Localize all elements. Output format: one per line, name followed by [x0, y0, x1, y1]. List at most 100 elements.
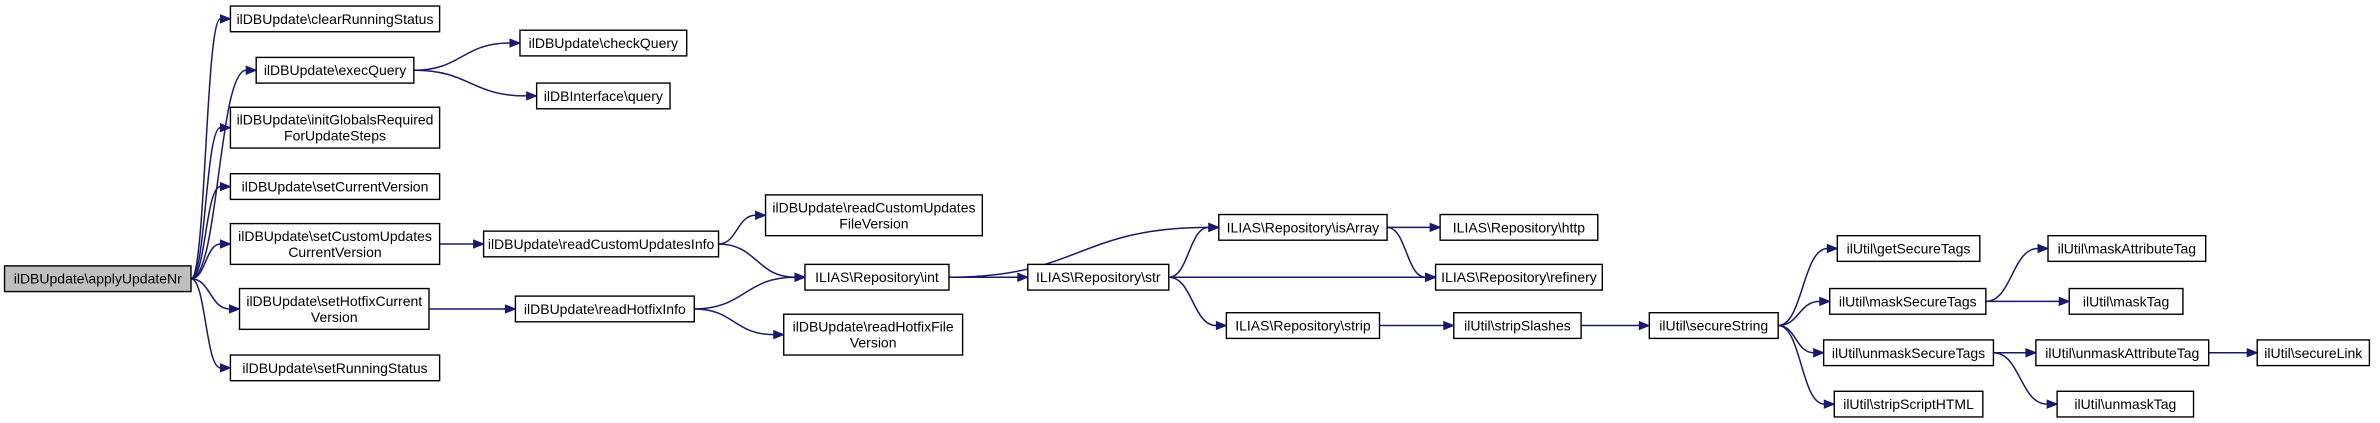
arrowhead [1429, 222, 1442, 233]
edge-readcui-to-rint [718, 243, 807, 282]
node-label: ilDBUpdate\setHotfixCurrent [246, 293, 422, 309]
edge-line [190, 277, 221, 369]
node-setrun[interactable]: ilDBUpdate\setRunningStatus [229, 354, 441, 382]
node-rref[interactable]: ILIAS\Repository\refinery [1434, 263, 1604, 291]
node-exec[interactable]: ilDBUpdate\execQuery [255, 56, 415, 84]
arrowhead [1819, 296, 1832, 307]
node-uumtag[interactable]: ilUtil\unmaskTag [2056, 390, 2195, 418]
node-box [514, 295, 695, 323]
node-risarr[interactable]: ILIAS\Repository\isArray [1218, 213, 1388, 241]
edge-line [718, 214, 756, 245]
edge-line [190, 243, 221, 280]
node-box [229, 5, 441, 33]
node-uumst[interactable]: ilUtil\unmaskSecureTags [1822, 339, 1995, 367]
arrowhead [219, 122, 232, 133]
arrowhead [1813, 348, 1826, 358]
edge-line [190, 126, 221, 280]
edge-line [1386, 226, 1426, 278]
edge-line [413, 69, 527, 97]
node-clear[interactable]: ilDBUpdate\clearRunningStatus [229, 5, 441, 33]
arrowhead [526, 91, 538, 101]
node-box [2068, 287, 2184, 315]
node-label: ilDBUpdate\checkQuery [529, 35, 678, 51]
node-box [229, 222, 441, 266]
arrowhead [1443, 320, 1456, 331]
node-label: Version [850, 335, 897, 351]
edge-line [718, 243, 795, 278]
arrowhead [1823, 399, 1836, 409]
node-rhttp[interactable]: ILIAS\Repository\http [1439, 213, 1599, 241]
node-label: ilDBUpdate\readHotfixFile [793, 319, 954, 335]
arrowhead [473, 239, 485, 249]
node-usl[interactable]: ilUtil\secureLink [2256, 339, 2371, 367]
node-label: ILIAS\Repository\refinery [1441, 269, 1597, 285]
node-checkq[interactable]: ilDBUpdate\checkQuery [519, 29, 688, 57]
node-label: ilDBUpdate\setCustomUpdates [238, 228, 432, 244]
edge-apply-to-sethf [190, 277, 241, 314]
edge-rstrip-to-ustrip [1379, 320, 1456, 331]
node-umtag[interactable]: ilUtil\maskTag [2068, 287, 2184, 315]
edge-line [1168, 276, 1217, 327]
node-uumat[interactable]: ilUtil\unmaskAttributeTag [2035, 339, 2210, 367]
node-label: ilUtil\getSecureTags [1847, 241, 1971, 257]
edge-line [190, 18, 222, 280]
edge-risarr-to-rref [1386, 226, 1437, 282]
node-label: ilUtil\stripSlashes [1464, 318, 1571, 334]
node-label: ilDBUpdate\initGlobalsRequired [237, 112, 434, 128]
node-readhi[interactable]: ilDBUpdate\readHotfixInfo [514, 295, 695, 323]
node-ussh[interactable]: ilUtil\stripScriptHTML [1833, 390, 1984, 418]
node-box [1829, 287, 1987, 315]
node-label: ilDBUpdate\execQuery [264, 62, 406, 78]
node-box [764, 194, 984, 237]
node-label: ilDBUpdate\readCustomUpdates [772, 199, 975, 215]
node-box [1218, 213, 1388, 241]
edge-readhi-to-readhf [694, 308, 786, 340]
arrowhead [1826, 243, 1839, 254]
arrowhead [773, 329, 786, 340]
node-box [804, 263, 950, 291]
node-umat[interactable]: ilUtil\maskAttributeTag [2047, 234, 2207, 263]
node-box [229, 354, 441, 382]
edge-uumst-to-uumtag [1993, 352, 2059, 409]
node-rint[interactable]: ILIAS\Repository\int [804, 263, 950, 291]
node-box [255, 56, 415, 84]
edge-line [190, 69, 247, 280]
node-usec[interactable]: ilUtil\secureString [1648, 312, 1779, 340]
edge-line [1778, 300, 1820, 327]
node-label: ilDBInterface\query [544, 88, 663, 104]
node-readcui[interactable]: ilDBUpdate\readCustomUpdatesInfo [482, 230, 720, 258]
node-setcu[interactable]: ilDBUpdate\setCustomUpdatesCurrentVersio… [229, 222, 441, 266]
node-box [2047, 234, 2207, 263]
edge-readcui-to-readcuf [718, 210, 767, 245]
node-ustrip[interactable]: ilUtil\stripSlashes [1453, 312, 1582, 340]
node-uget[interactable]: ilUtil\getSecureTags [1836, 234, 1981, 263]
node-umst[interactable]: ilUtil\maskSecureTags [1829, 287, 1987, 315]
edge-apply-to-setcu [190, 239, 232, 280]
node-label: ilDBUpdate\readHotfixInfo [524, 301, 686, 317]
node-label: ilDBUpdate\setCurrentVersion [242, 179, 429, 195]
node-iquery[interactable]: ilDBInterface\query [535, 82, 671, 110]
node-label: ilUtil\secureString [1659, 318, 1768, 334]
node-box [2035, 339, 2210, 367]
node-label: ilDBUpdate\readCustomUpdatesInfo [488, 236, 715, 252]
edge-apply-to-clear [190, 14, 232, 280]
node-label: ilUtil\secureLink [2264, 345, 2363, 361]
node-rstrip[interactable]: ILIAS\Repository\strip [1225, 312, 1381, 340]
node-setcv[interactable]: ilDBUpdate\setCurrentVersion [229, 173, 441, 201]
node-initg[interactable]: ilDBUpdate\initGlobalsRequiredForUpdateS… [229, 106, 441, 149]
node-label: ilDBUpdate\clearRunningStatus [237, 11, 434, 27]
edge-line [1778, 247, 1828, 327]
node-rstr[interactable]: ILIAS\Repository\str [1027, 263, 1170, 291]
node-box [1434, 263, 1604, 291]
arrowhead [2037, 243, 2050, 254]
edge-apply-to-setcv [190, 181, 232, 280]
edge-apply-to-initg [190, 122, 232, 280]
edge-setcu-to-readcui [439, 239, 485, 249]
node-label: ILIAS\Repository\int [815, 269, 939, 285]
edge-line [413, 42, 510, 71]
edge-exec-to-checkq [413, 38, 522, 71]
